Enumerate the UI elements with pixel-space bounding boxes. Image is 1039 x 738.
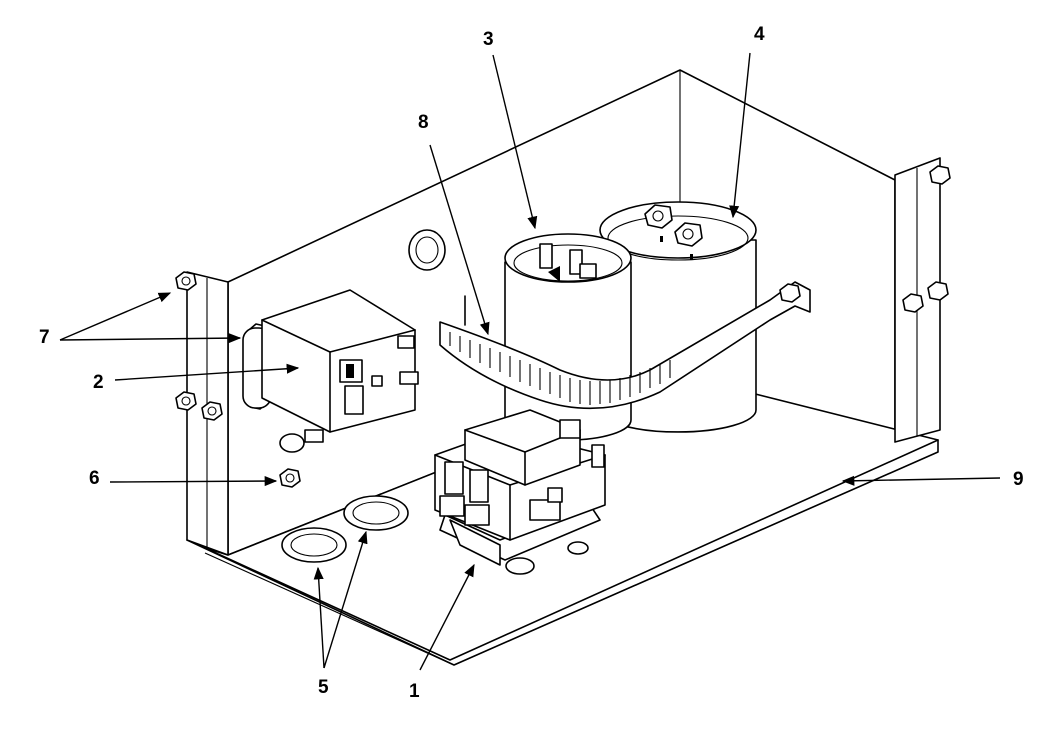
bolt-mid-left-a xyxy=(175,391,197,411)
callout-labels: 7 2 6 5 1 8 3 4 9 xyxy=(39,24,1024,702)
leader-7a xyxy=(59,292,172,341)
bolt-top-left xyxy=(175,271,197,291)
leader-8 xyxy=(429,144,490,336)
leader-2 xyxy=(114,363,300,381)
grommet-nut xyxy=(279,468,301,488)
bolt-mid-left-b xyxy=(201,401,223,421)
callout-6: 6 xyxy=(89,468,100,489)
run-capacitor xyxy=(504,233,632,441)
leader-6 xyxy=(109,476,278,487)
grommets xyxy=(281,495,409,563)
leader-9 xyxy=(841,475,1001,486)
bolt-right-mid-a xyxy=(902,293,924,313)
grommet-right xyxy=(343,495,409,531)
callout-9: 9 xyxy=(1013,469,1024,490)
capacitor-strap xyxy=(439,281,811,410)
callout-1: 1 xyxy=(409,681,420,702)
leader-7b xyxy=(59,333,242,344)
capacitor-terminal-a xyxy=(644,204,673,229)
callout-2: 2 xyxy=(93,372,104,393)
bolt-right-top xyxy=(929,165,951,185)
ground-lug xyxy=(279,429,324,453)
relay xyxy=(242,289,419,433)
back-knockout xyxy=(408,229,446,271)
callout-4: 4 xyxy=(754,24,765,45)
leader-4 xyxy=(729,52,751,219)
leader-5a xyxy=(313,566,325,669)
callout-8: 8 xyxy=(418,112,429,133)
bolt-right-mid-b xyxy=(927,281,949,301)
leader-lines xyxy=(59,52,1001,671)
callout-3: 3 xyxy=(483,29,494,50)
relay-body xyxy=(261,289,416,433)
capacitor-terminal-b xyxy=(674,222,703,247)
contactor xyxy=(434,409,606,575)
callout-5: 5 xyxy=(318,677,329,698)
leader-1 xyxy=(419,563,475,671)
callout-7: 7 xyxy=(39,327,50,348)
leader-3 xyxy=(492,54,538,230)
leader-5b xyxy=(323,530,368,669)
grommet-left xyxy=(281,527,347,563)
